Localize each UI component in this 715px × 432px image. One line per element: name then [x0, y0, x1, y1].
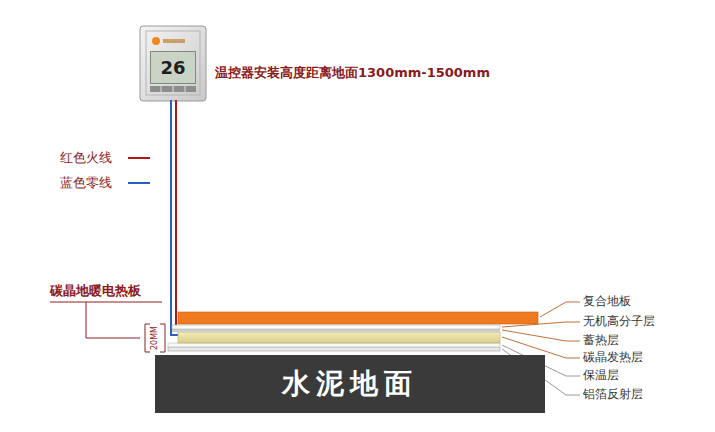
node-text: 26 [160, 57, 185, 78]
layer-label: 碳晶发热层 [583, 351, 643, 364]
neutral-wire-sample [128, 182, 150, 184]
floor-layers [168, 312, 538, 351]
neutral-wire [171, 100, 184, 335]
layer-label: 蓄热层 [583, 334, 619, 347]
live-wire-sample [128, 157, 150, 159]
install-note: 温控器安装高度距离地面1300mm-1500mm [215, 66, 490, 80]
panel-leader [50, 302, 162, 303]
wire-label: 蓝色零线 [60, 176, 112, 190]
node-text: 水泥地面 [282, 365, 418, 403]
wire-label: 红色火线 [60, 151, 112, 165]
live-wire [176, 100, 184, 330]
layer-label: 保温层 [583, 369, 619, 382]
layer-label: 铝箔反射层 [583, 388, 643, 401]
thermostat-display: 26 [150, 51, 196, 84]
thermostat [140, 26, 206, 101]
dimension-label: 20MM [151, 326, 160, 350]
layer-label: 复合地板 [583, 295, 631, 308]
cement-floor: 水泥地面 [155, 355, 545, 413]
layer-label: 无机高分子层 [583, 315, 655, 328]
panel-leader [86, 302, 140, 338]
dimension-bracket [145, 324, 165, 352]
panel-label: 碳晶地暖电热板 [50, 284, 141, 298]
